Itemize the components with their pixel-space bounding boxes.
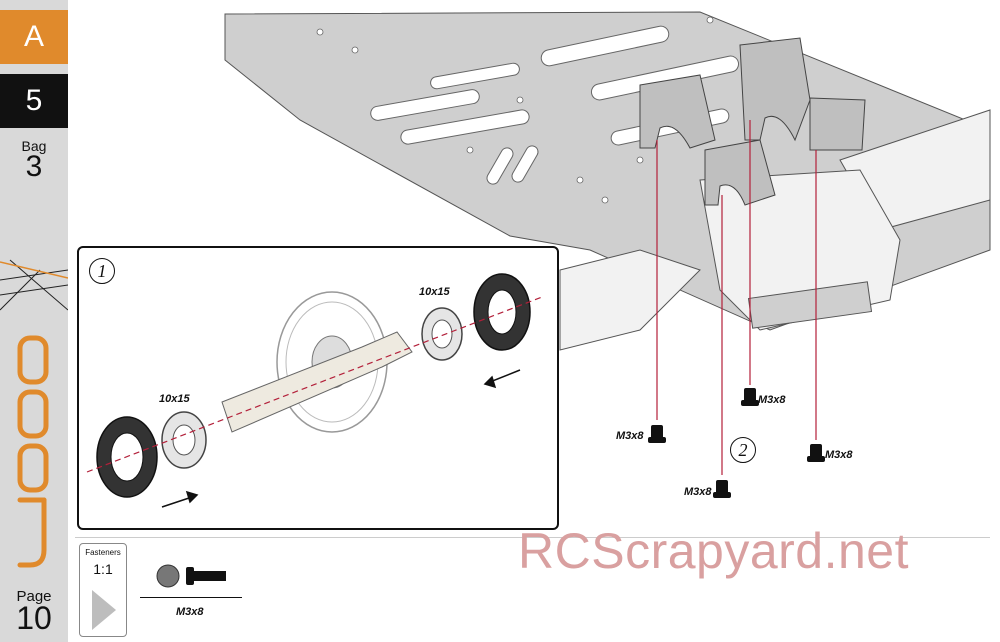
sidebar: A 5 Bag 3 Page 10	[0, 0, 68, 642]
bearing-size-label: 10x15	[159, 393, 190, 405]
fastener-label: M3x8	[176, 606, 204, 618]
bearing-size-label: 10x15	[419, 286, 450, 298]
inset-diff-assembly: 1 10x15 10x15	[77, 246, 559, 530]
watermark: RCScrapyard.net	[518, 523, 909, 579]
screw-label: M3x8	[616, 430, 644, 442]
outdrive-shaft	[221, 331, 413, 433]
chassis-assembly-illustration	[224, 11, 991, 498]
play-arrow-icon	[92, 590, 116, 630]
diff-exploded-illustration	[86, 273, 543, 508]
screw-label: M3x8	[758, 394, 786, 406]
fastener-underline	[140, 597, 242, 598]
page-number: 10	[16, 600, 52, 636]
fasteners-title: Fasteners	[85, 548, 121, 557]
page-label: Page	[16, 588, 52, 605]
fasteners-scale: 1:1	[93, 561, 113, 577]
substep-1-marker: 1	[89, 258, 115, 284]
bag-number: 3	[25, 150, 43, 183]
fasteners-legend: Fasteners 1:1	[79, 543, 127, 637]
section-badge: A	[0, 10, 68, 64]
bag-label: Bag	[21, 138, 47, 154]
screw-label: M3x8	[684, 486, 712, 498]
footer-divider	[75, 537, 990, 538]
step-badge: 5	[0, 74, 68, 128]
brand-logo-graphic	[0, 259, 68, 568]
fastener-m3x8-icon	[156, 564, 226, 588]
substep-2-marker: 2	[730, 437, 756, 463]
screw-label: M3x8	[825, 449, 853, 461]
